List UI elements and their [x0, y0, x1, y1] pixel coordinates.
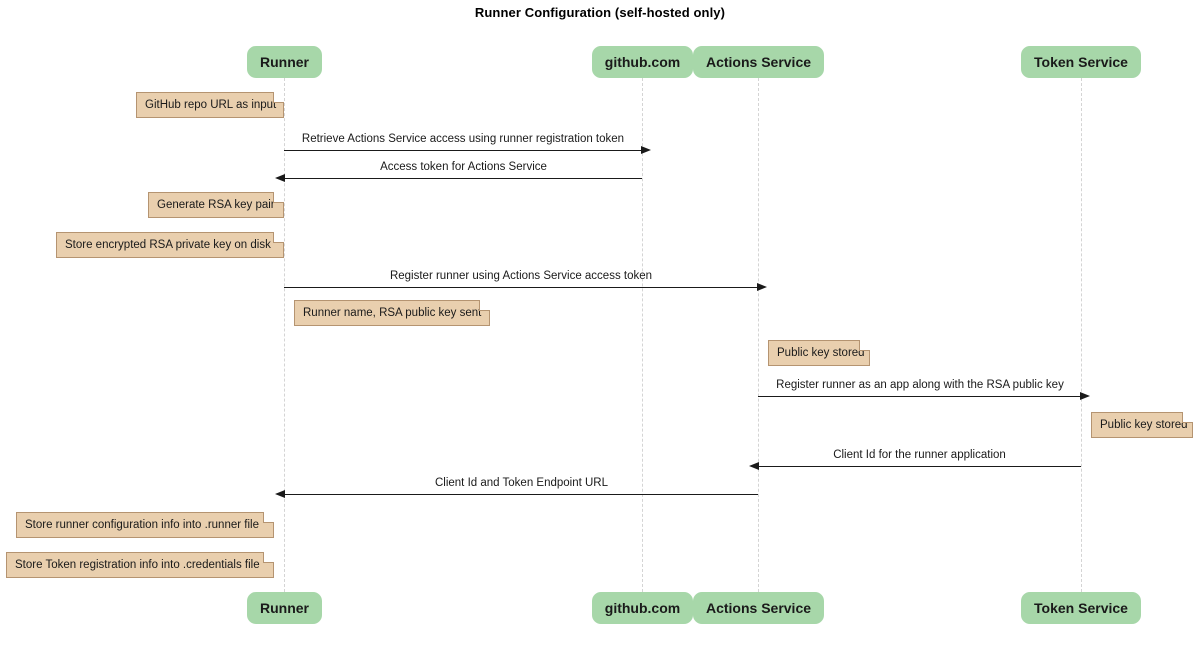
note-text: Store encrypted RSA private key on disk	[65, 239, 271, 251]
participant-token-service-bottom[interactable]: Token Service	[1021, 592, 1141, 624]
participant-actions-service-bottom[interactable]: Actions Service	[693, 592, 824, 624]
participant-runner-top[interactable]: Runner	[247, 46, 322, 78]
arrow-head-icon	[749, 462, 759, 470]
note-store-encrypted-rsa-private-key: Store encrypted RSA private key on disk	[56, 232, 284, 258]
participant-label: Actions Service	[705, 54, 812, 70]
msg-register-runner-as-an-app	[758, 392, 1090, 400]
lifeline-actions-service	[758, 78, 759, 592]
note-fold-corner-icon	[263, 512, 274, 523]
participant-label: github.com	[604, 600, 681, 616]
note-fold-corner-icon	[273, 92, 284, 103]
note-text: Runner name, RSA public key sent	[303, 307, 482, 319]
participant-label: Runner	[260, 54, 309, 70]
note-generate-rsa-key-pair: Generate RSA key pair	[148, 192, 284, 218]
note-text: Generate RSA key pair	[157, 199, 275, 211]
note-runner-name-rsa-public-key-sent: Runner name, RSA public key sent	[294, 300, 490, 326]
note-text: Public key stored	[777, 347, 865, 359]
note-public-key-stored-token: Public key stored	[1091, 412, 1193, 438]
note-text: Store Token registration info into .cred…	[15, 559, 260, 571]
note-store-runner-configuration: Store runner configuration info into .ru…	[16, 512, 274, 538]
msg-retrieve-actions-service-access	[284, 146, 651, 154]
page-title: Runner Configuration (self-hosted only)	[474, 5, 726, 20]
msg-access-token-for-actions-service-label: Access token for Actions Service	[380, 161, 547, 173]
note-text: Store runner configuration info into .ru…	[25, 519, 259, 531]
msg-access-token-for-actions-service	[275, 174, 642, 182]
note-public-key-stored-actions: Public key stored	[768, 340, 870, 366]
msg-register-runner-as-an-app-label: Register runner as an app along with the…	[776, 379, 1064, 391]
participant-label: github.com	[604, 54, 681, 70]
arrow-head-icon	[641, 146, 651, 154]
msg-client-id-and-token-endpoint-url-label: Client Id and Token Endpoint URL	[434, 477, 609, 489]
note-fold-corner-icon	[479, 300, 490, 311]
participant-label: Runner	[260, 600, 309, 616]
participant-actions-service-top[interactable]: Actions Service	[693, 46, 824, 78]
msg-retrieve-actions-service-access-label: Retrieve Actions Service access using ru…	[301, 133, 625, 145]
note-fold-corner-icon	[1182, 412, 1193, 423]
note-fold-corner-icon	[273, 192, 284, 203]
msg-client-id-for-runner-application	[749, 462, 1081, 470]
note-fold-corner-icon	[273, 232, 284, 243]
participant-runner-bottom[interactable]: Runner	[247, 592, 322, 624]
arrow-head-icon	[275, 174, 285, 182]
note-text: Public key stored	[1100, 419, 1188, 431]
note-fold-corner-icon	[263, 552, 274, 563]
participant-label: Actions Service	[705, 600, 812, 616]
note-fold-corner-icon	[859, 340, 870, 351]
lifeline-token-service	[1081, 78, 1082, 592]
note-store-token-registration: Store Token registration info into .cred…	[6, 552, 274, 578]
arrow-head-icon	[1080, 392, 1090, 400]
msg-client-id-for-runner-application-label: Client Id for the runner application	[833, 449, 1006, 461]
participant-token-service-top[interactable]: Token Service	[1021, 46, 1141, 78]
msg-register-runner-using-access-token-label: Register runner using Actions Service ac…	[389, 270, 653, 282]
msg-register-runner-using-access-token	[284, 283, 767, 291]
participant-github-com-bottom[interactable]: github.com	[592, 592, 693, 624]
arrow-head-icon	[275, 490, 285, 498]
lifeline-runner	[284, 78, 285, 592]
arrow-head-icon	[757, 283, 767, 291]
note-github-repo-url: GitHub repo URL as input	[136, 92, 284, 118]
participant-github-com-top[interactable]: github.com	[592, 46, 693, 78]
participant-label: Token Service	[1034, 54, 1128, 70]
lifeline-github-com	[642, 78, 643, 592]
note-text: GitHub repo URL as input	[145, 99, 277, 111]
msg-client-id-and-token-endpoint-url	[275, 490, 758, 498]
participant-label: Token Service	[1034, 600, 1128, 616]
